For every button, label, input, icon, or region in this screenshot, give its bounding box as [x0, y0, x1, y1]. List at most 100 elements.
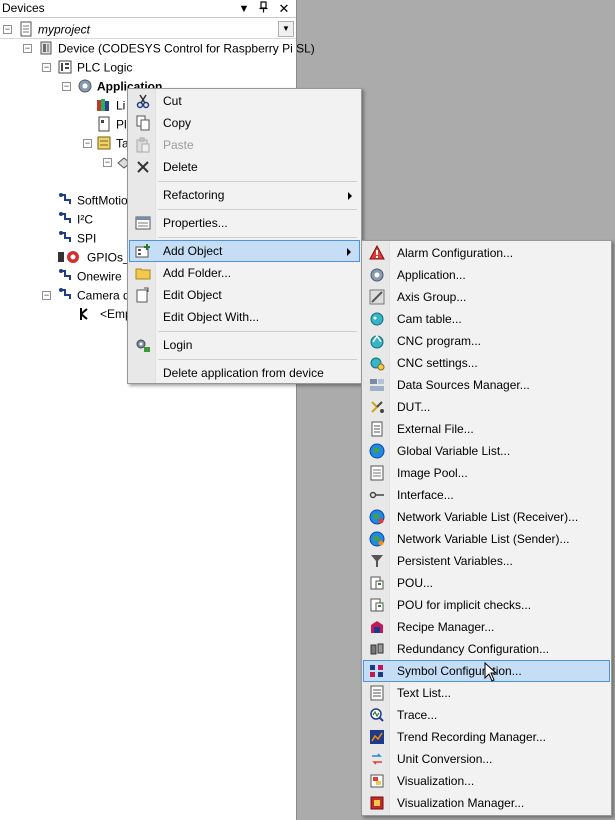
tree-label: Pl: [116, 117, 127, 132]
trace-icon: [370, 708, 384, 722]
pou-icon: [98, 116, 110, 132]
visualization-icon: [370, 774, 384, 788]
submenu-item-global-variable-list[interactable]: Global Variable List...: [363, 440, 610, 462]
menu-item-edit-object-with[interactable]: Edit Object With...: [129, 306, 360, 328]
menu-item-label: Copy: [163, 116, 192, 130]
submenu-item-visualization-manager[interactable]: Visualization Manager...: [363, 792, 610, 814]
collapse-icon[interactable]: −: [103, 157, 112, 167]
chevron-down-icon[interactable]: ▼: [278, 21, 294, 37]
menu-item-label: Unit Conversion...: [397, 752, 493, 766]
menu-item-label: Persistent Variables...: [397, 554, 513, 568]
menu-separator: [158, 209, 357, 210]
network-globe-icon: [369, 509, 385, 525]
submenu-item-application[interactable]: Application...: [363, 264, 610, 286]
submenu-item-dut[interactable]: DUT...: [363, 396, 610, 418]
submenu-item-interface[interactable]: Interface...: [363, 484, 610, 506]
submenu-item-axis-group[interactable]: Axis Group...: [363, 286, 610, 308]
submenu-item-pou[interactable]: POU...: [363, 572, 610, 594]
slot-icon: [80, 307, 88, 320]
collapse-icon[interactable]: −: [23, 43, 32, 53]
persistent-icon: [371, 555, 383, 567]
copy-icon: [136, 115, 150, 131]
menu-item-refactoring[interactable]: Refactoring: [129, 184, 360, 206]
collapse-icon[interactable]: −: [83, 138, 92, 148]
panel-menu-icon[interactable]: ▼: [238, 3, 250, 15]
close-icon[interactable]: ✕: [278, 1, 290, 16]
delete-icon: [137, 161, 149, 173]
context-menu: Cut Copy Paste Delete Refactoring Proper…: [127, 88, 362, 384]
globe-icon: [369, 443, 385, 459]
menu-item-add-folder[interactable]: Add Folder...: [129, 262, 360, 284]
panel-header: Devices ▼ ✕: [0, 0, 296, 18]
submenu-item-external-file[interactable]: External File...: [363, 418, 610, 440]
menu-item-login[interactable]: Login: [129, 334, 360, 356]
menu-item-delete-application[interactable]: Delete application from device: [129, 362, 360, 384]
device-selector[interactable]: ▼: [0, 19, 296, 39]
menu-item-label: Properties...: [163, 216, 228, 230]
menu-item-label: Alarm Configuration...: [397, 246, 514, 260]
axis-group-icon: [369, 289, 385, 305]
plc-logic-icon: [58, 60, 72, 74]
menu-item-label: Recipe Manager...: [397, 620, 495, 634]
menu-item-label: Text List...: [397, 686, 452, 700]
submenu-item-data-sources-manager[interactable]: Data Sources Manager...: [363, 374, 610, 396]
connector-icon: [59, 287, 71, 299]
menu-item-label: Visualization...: [397, 774, 475, 788]
tree-label: Onewire: [77, 269, 122, 284]
menu-item-properties[interactable]: Properties...: [129, 212, 360, 234]
menu-item-delete[interactable]: Delete: [129, 156, 360, 178]
text-list-icon: [370, 685, 384, 701]
submenu-item-trend-recording-manager[interactable]: Trend Recording Manager...: [363, 726, 610, 748]
tree-label: I²C: [77, 212, 93, 227]
menu-item-add-object[interactable]: Add Object: [129, 240, 360, 262]
menu-item-label: CNC settings...: [397, 356, 478, 370]
menu-item-label: Network Variable List (Receiver)...: [397, 510, 579, 524]
pou-icon: [370, 598, 384, 612]
pin-icon[interactable]: [256, 1, 272, 17]
device-icon: [40, 41, 52, 55]
submenu-item-persistent-variables[interactable]: Persistent Variables...: [363, 550, 610, 572]
menu-item-cut[interactable]: Cut: [129, 90, 360, 112]
gear-icon: [78, 79, 92, 93]
scissors-icon: [136, 94, 150, 109]
submenu-item-redundancy-configuration[interactable]: Redundancy Configuration...: [363, 638, 610, 660]
menu-item-label: Delete: [163, 160, 198, 174]
menu-item-label: POU...: [397, 576, 434, 590]
menu-item-edit-object[interactable]: Edit Object: [129, 284, 360, 306]
tree-label: PLC Logic: [77, 60, 133, 75]
cam-table-icon: [370, 312, 384, 326]
submenu-item-text-list[interactable]: Text List...: [363, 682, 610, 704]
submenu-item-alarm-configuration[interactable]: Alarm Configuration...: [363, 242, 610, 264]
submenu-item-symbol-configuration[interactable]: Symbol Configuration...: [363, 660, 610, 682]
collapse-icon[interactable]: −: [42, 62, 51, 72]
submenu-item-visualization[interactable]: Visualization...: [363, 770, 610, 792]
collapse-icon[interactable]: −: [42, 290, 51, 300]
alarm-icon: [369, 245, 385, 260]
submenu-item-cam-table[interactable]: Cam table...: [363, 308, 610, 330]
menu-item-label: Cut: [163, 94, 182, 108]
collapse-icon[interactable]: −: [3, 24, 12, 34]
submenu-item-unit-conversion[interactable]: Unit Conversion...: [363, 748, 610, 770]
submenu-item-nvl-receiver[interactable]: Network Variable List (Receiver)...: [363, 506, 610, 528]
tree-label: Li: [116, 98, 126, 113]
login-icon: [136, 339, 150, 352]
folder-icon: [135, 268, 151, 280]
symbol-config-icon: [370, 665, 383, 677]
image-pool-icon: [370, 465, 384, 481]
submenu-item-nvl-sender[interactable]: Network Variable List (Sender)...: [363, 528, 610, 550]
menu-item-paste[interactable]: Paste: [129, 134, 360, 156]
menu-item-copy[interactable]: Copy: [129, 112, 360, 134]
submenu-item-cnc-program[interactable]: CNC program...: [363, 330, 610, 352]
collapse-icon[interactable]: −: [62, 81, 71, 91]
menu-item-label: Application...: [397, 268, 466, 282]
menu-item-label: Interface...: [397, 488, 454, 502]
submenu-arrow-icon: [347, 248, 351, 256]
visualization-manager-icon: [370, 796, 384, 810]
submenu-item-cnc-settings[interactable]: CNC settings...: [363, 352, 610, 374]
submenu-item-trace[interactable]: Trace...: [363, 704, 610, 726]
add-object-icon: [135, 244, 150, 258]
menu-item-label: Add Object: [163, 244, 223, 258]
submenu-item-image-pool[interactable]: Image Pool...: [363, 462, 610, 484]
submenu-item-pou-implicit-checks[interactable]: POU for implicit checks...: [363, 594, 610, 616]
submenu-item-recipe-manager[interactable]: Recipe Manager...: [363, 616, 610, 638]
